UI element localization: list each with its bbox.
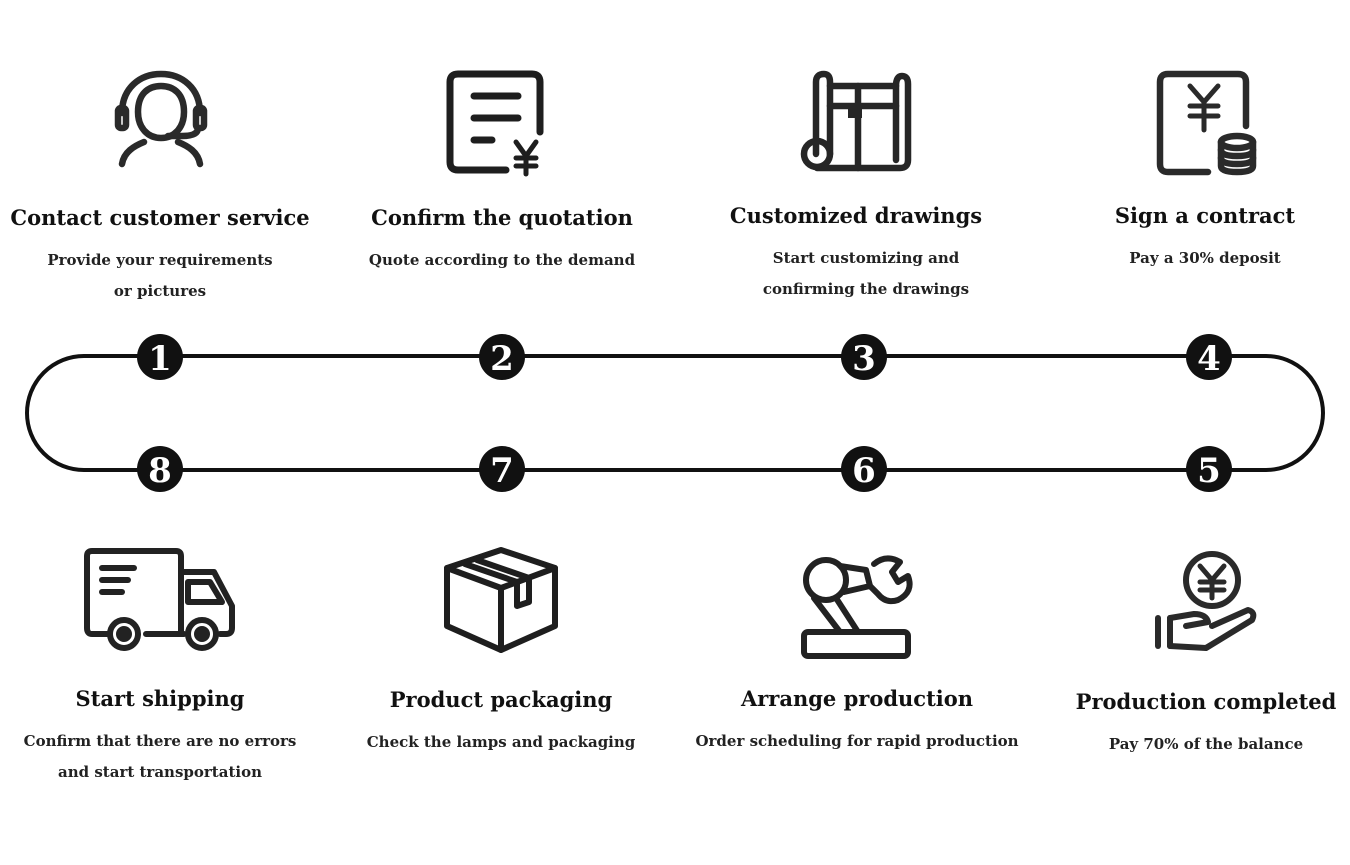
step-badge-3: 3 [841, 334, 887, 380]
svg-text:8: 8 [148, 451, 172, 491]
step-title-2: Confirm the quotation [371, 205, 633, 230]
step-desc-1-line-1: Provide your requirements [47, 251, 273, 269]
step-desc-8: Confirm that there are no errors and sta… [0, 726, 325, 788]
step-title-5: Production completed [1075, 689, 1337, 714]
step-desc-4: Pay a 30% deposit [1040, 243, 1350, 274]
svg-text:1: 1 [148, 339, 172, 379]
step-desc-7-line-1: Check the lamps and packaging [366, 733, 636, 751]
svg-text:2: 2 [490, 339, 514, 379]
step-title-8: Start shipping [75, 686, 245, 711]
step-desc-3-line-1: Start customizing and [772, 249, 960, 267]
step-badge-4: 4 [1186, 334, 1232, 380]
svg-text:6: 6 [852, 451, 876, 491]
quotation-document-yen-icon [446, 70, 546, 177]
svg-text:3: 3 [852, 339, 876, 379]
step-desc-6: Order scheduling for rapid production [692, 726, 1022, 757]
step-desc-5-line-1: Pay 70% of the balance [1108, 735, 1304, 753]
step-badge-1: 1 [137, 334, 183, 380]
step-desc-8-line-2: and start transportation [58, 763, 262, 781]
track-loop [25, 354, 1325, 472]
step-desc-6-line-1: Order scheduling for rapid production [695, 732, 1019, 750]
step-desc-1: Provide your requirements or pictures [0, 245, 325, 307]
step-badge-2: 2 [479, 334, 525, 380]
step-desc-5: Pay 70% of the balance [1041, 729, 1350, 760]
step-title-6: Arrange production [740, 686, 974, 711]
step-title-4: Sign a contract [1114, 203, 1296, 228]
hand-yen-coin-icon [1152, 550, 1260, 656]
step-badge-6: 6 [841, 446, 887, 492]
contract-yen-coins-icon [1156, 70, 1260, 176]
svg-text:5: 5 [1197, 451, 1221, 491]
step-desc-2-line-1: Quote according to the demand [368, 251, 636, 269]
step-desc-2: Quote according to the demand [337, 245, 667, 276]
svg-text:7: 7 [490, 451, 514, 491]
step-badge-7: 7 [479, 446, 525, 492]
step-desc-8-line-1: Confirm that there are no errors [23, 732, 297, 750]
step-desc-3-line-2: confirming the drawings [762, 280, 970, 298]
step-title-1: Contact customer service [10, 205, 310, 230]
step-desc-1-line-2: or pictures [113, 282, 207, 300]
step-desc-4-line-1: Pay a 30% deposit [1129, 249, 1281, 267]
step-desc-7: Check the lamps and packaging [336, 727, 666, 758]
svg-text:4: 4 [1197, 339, 1221, 379]
step-badge-5: 5 [1186, 446, 1232, 492]
delivery-truck-icon [84, 548, 236, 654]
step-badge-8: 8 [137, 446, 183, 492]
step-title-3: Customized drawings [729, 203, 983, 228]
step-title-7: Product packaging [389, 687, 613, 712]
customer-service-headset-icon [112, 68, 212, 168]
robot-arm-wrench-icon [800, 555, 914, 662]
package-box-icon [443, 546, 559, 654]
blueprint-scroll-icon [800, 70, 912, 172]
step-desc-3: Start customizing and confirming the dra… [701, 243, 1031, 305]
